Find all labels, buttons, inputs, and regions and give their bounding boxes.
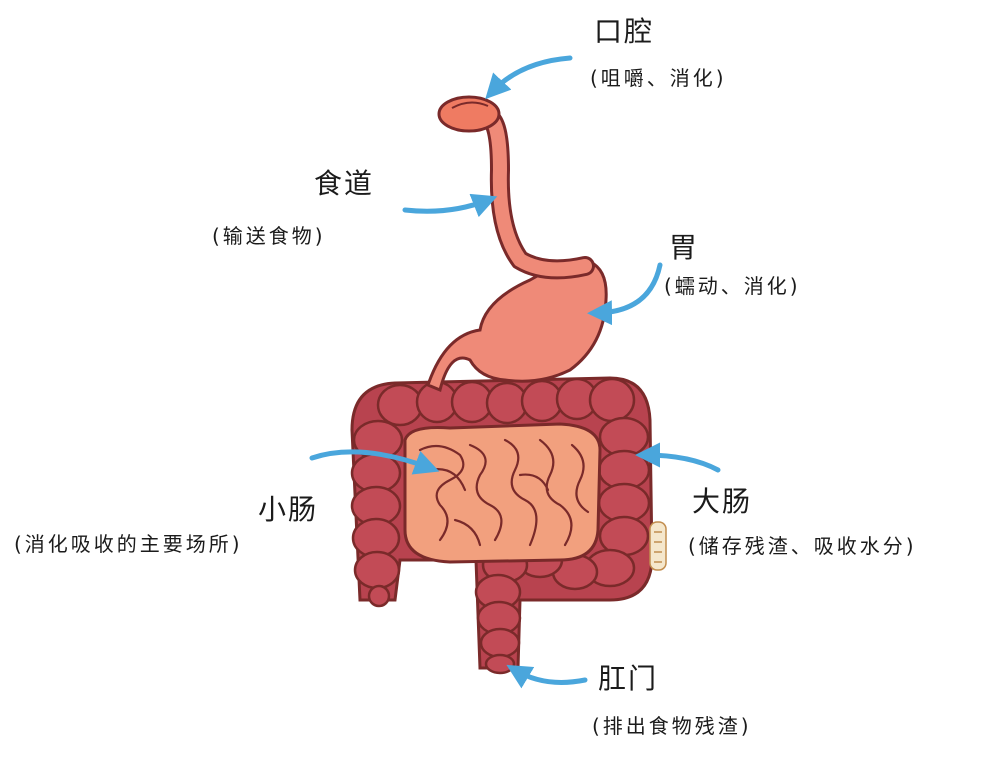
anus-arrow [506,664,588,689]
small-intestine-arrow [309,449,440,475]
mouth [437,95,501,133]
small-intestine-desc: (消化吸收的主要场所) [14,532,243,556]
seal-stamp [649,521,667,571]
mouth-label: 口腔 [594,15,655,48]
large-intestine-desc: (储存残渣、吸收水分) [688,534,917,558]
stomach-desc: (蠕动、消化) [664,274,801,298]
anus-label: 肛门 [598,662,659,695]
mouth-arrow [485,55,573,100]
small-intestine-label: 小肠 [258,493,319,526]
esophagus [480,108,595,280]
stomach-label: 胃 [669,231,700,264]
stomach [426,260,608,393]
small-intestine [403,422,602,564]
esophagus-desc: (输送食物) [212,224,326,248]
esophagus-arrow [402,193,498,218]
esophagus-label: 食道 [314,167,375,200]
anus-desc: (排出食物残渣) [592,714,752,738]
large-intestine-label: 大肠 [692,485,753,518]
mouth-desc: (咀嚼、消化) [590,66,727,90]
large-intestine-arrow [635,442,721,473]
stomach-arrow [587,262,663,326]
